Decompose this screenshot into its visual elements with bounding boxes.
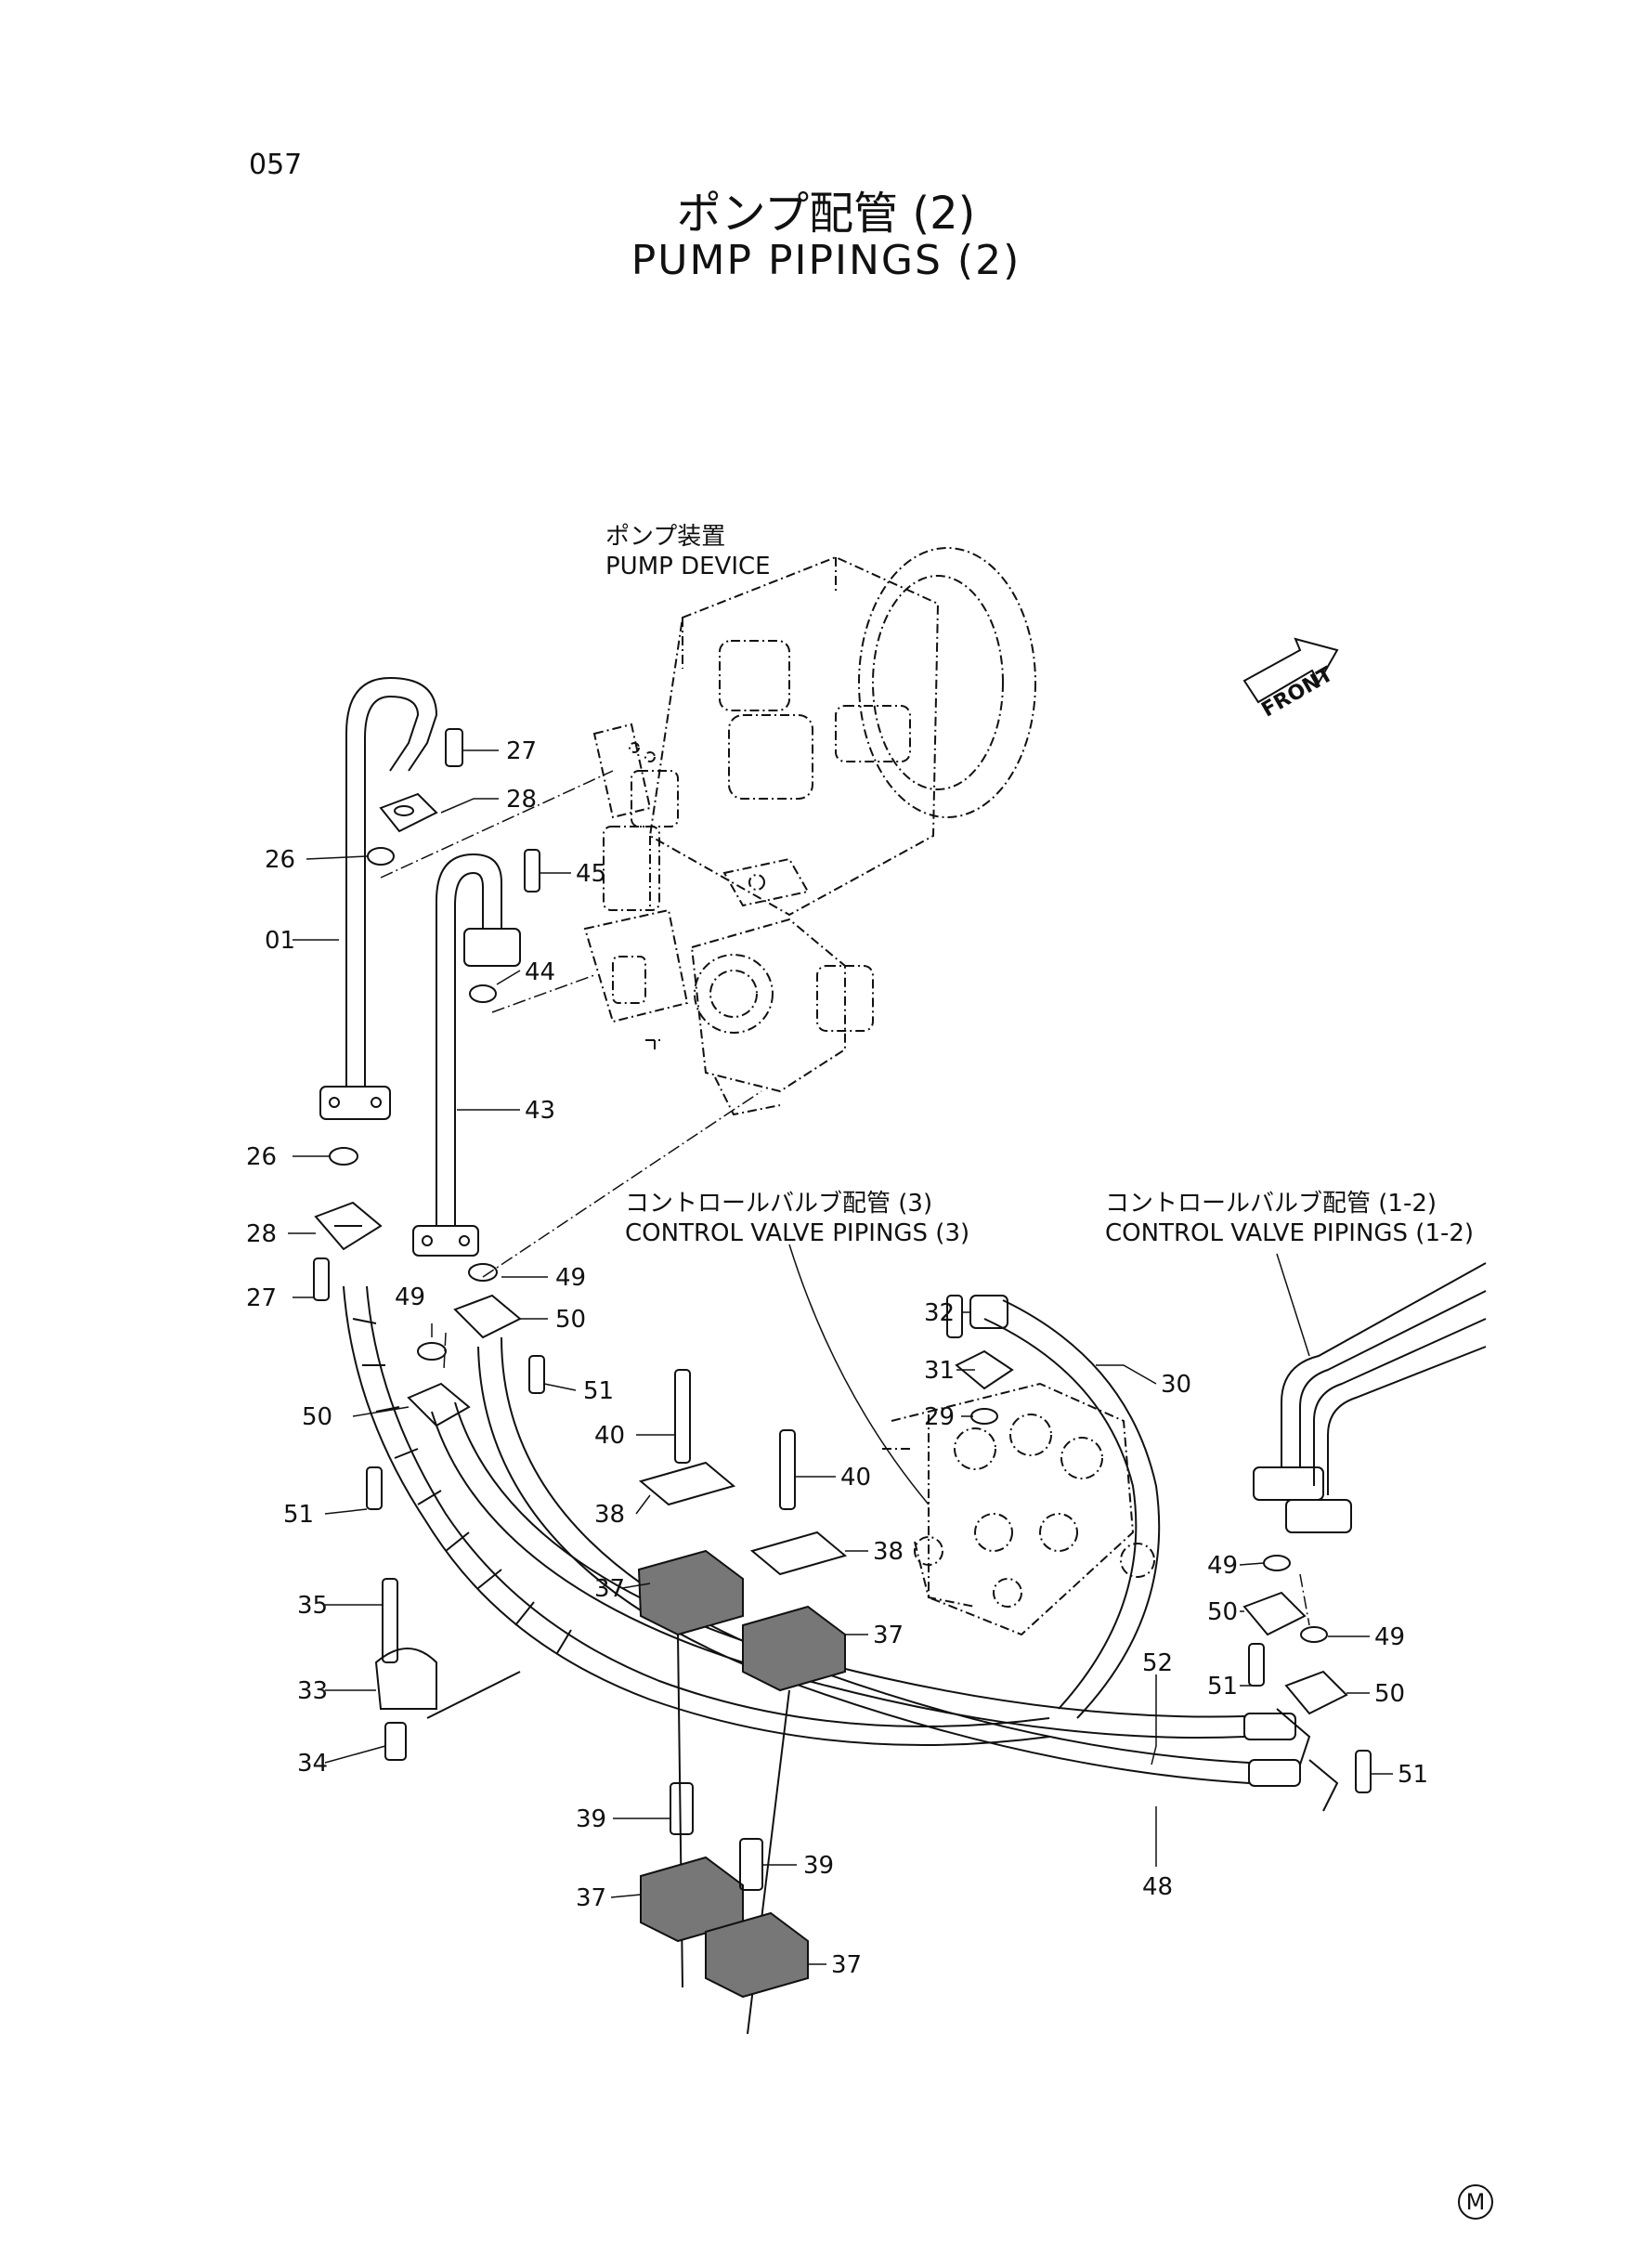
callout-50: 50 xyxy=(555,1306,586,1334)
pipe-01 xyxy=(319,676,438,1120)
callout-45: 45 xyxy=(576,860,606,888)
revision-mark: M xyxy=(1458,2184,1493,2220)
flange-28-top xyxy=(379,728,463,833)
callout-51: 51 xyxy=(283,1501,314,1529)
cv-pipings-3-label-jp: コントロールバルブ配管 (3) xyxy=(625,1190,933,1218)
oring-44 xyxy=(469,984,497,1003)
callout-27: 27 xyxy=(506,737,537,765)
bolt-51-left xyxy=(366,1466,383,1510)
callout-49: 49 xyxy=(1374,1623,1405,1651)
callout-31: 31 xyxy=(924,1357,955,1385)
callout-26: 26 xyxy=(246,1143,277,1171)
hose-52 xyxy=(431,1401,1296,1740)
callout-40: 40 xyxy=(840,1464,871,1492)
callout-37: 37 xyxy=(831,1951,862,1979)
callout-38: 38 xyxy=(594,1501,625,1529)
pump-device-label-en: PUMP DEVICE xyxy=(605,553,771,580)
callout-43: 43 xyxy=(525,1097,555,1125)
callout-30: 30 xyxy=(1161,1371,1191,1399)
callout-49: 49 xyxy=(395,1283,425,1311)
control-valve-pipings-1-2-reference: コントロールバルブ配管 (1-2) CONTROL VALVE PIPINGS … xyxy=(1105,1189,1474,1248)
callout-26: 26 xyxy=(265,846,295,874)
callout-51: 51 xyxy=(1398,1761,1428,1789)
callout-51: 51 xyxy=(1207,1673,1238,1700)
callout-40: 40 xyxy=(594,1422,625,1450)
oring-26-bottom xyxy=(329,1147,358,1166)
control-valve-drawing xyxy=(882,1382,1155,1636)
front-label: FRONT xyxy=(1258,663,1337,723)
flange-28-bottom xyxy=(314,1201,383,1251)
callout-49: 49 xyxy=(1207,1552,1238,1580)
page-number: 057 xyxy=(249,149,303,181)
flange-50-left xyxy=(407,1382,471,1427)
callout-39: 39 xyxy=(576,1805,606,1833)
pipe-43 xyxy=(412,853,521,1257)
callout-49: 49 xyxy=(555,1264,586,1292)
callout-38: 38 xyxy=(873,1538,904,1566)
hose-spiral-guard xyxy=(343,1285,1050,1746)
bolt-51-upper xyxy=(528,1355,545,1394)
cv-pipings-1-2-label-jp: コントロールバルブ配管 (1-2) xyxy=(1105,1190,1437,1218)
clamp-33 xyxy=(374,1578,521,1761)
bolt-45 xyxy=(524,849,540,892)
callout-leaders xyxy=(288,749,1393,1965)
callout-27: 27 xyxy=(246,1284,277,1312)
oring-49-left xyxy=(417,1342,447,1361)
flange-50-upper xyxy=(453,1294,522,1339)
callout-34: 34 xyxy=(297,1750,328,1778)
callout-50: 50 xyxy=(1207,1598,1238,1626)
callout-44: 44 xyxy=(525,958,555,986)
front-arrow: FRONT xyxy=(1242,637,1339,723)
callout-51: 51 xyxy=(583,1377,614,1405)
callout-01: 01 xyxy=(265,927,295,955)
callout-39: 39 xyxy=(803,1852,834,1880)
callout-33: 33 xyxy=(297,1677,328,1705)
callout-37: 37 xyxy=(873,1622,904,1649)
part-callouts: 27 28 26 01 45 44 43 26 28 27 49 49 50 5… xyxy=(246,737,1428,1979)
cv-pipings-1-2 xyxy=(1242,1262,1487,1812)
callout-48: 48 xyxy=(1142,1873,1173,1901)
cv-pipings-1-2-label-en: CONTROL VALVE PIPINGS (1-2) xyxy=(1105,1219,1475,1247)
pump-device-label-jp: ポンプ装置 xyxy=(605,523,726,551)
reference-lines xyxy=(380,770,1310,1626)
page-title: PUMP PIPINGS (2) xyxy=(631,237,1021,284)
oring-26-top xyxy=(367,847,395,866)
pump-device-drawing xyxy=(583,547,1036,1116)
callout-50: 50 xyxy=(1374,1680,1405,1708)
callout-32: 32 xyxy=(924,1299,955,1327)
oring-49-upper xyxy=(468,1263,498,1282)
callout-52: 52 xyxy=(1142,1649,1173,1677)
pump-device-reference: ポンプ装置 PUMP DEVICE xyxy=(605,522,771,581)
callout-37: 37 xyxy=(594,1575,625,1603)
callout-28: 28 xyxy=(506,786,537,814)
control-valve-pipings-3-reference: コントロールバルブ配管 (3) CONTROL VALVE PIPINGS (3… xyxy=(625,1189,969,1248)
clamp-set-bottom xyxy=(640,1782,809,1999)
bolt-27 xyxy=(313,1257,330,1301)
callout-29: 29 xyxy=(924,1403,955,1431)
page-title-japanese: ポンプ配管 (2) xyxy=(676,188,976,240)
cv-pipings-3-label-en: CONTROL VALVE PIPINGS (3) xyxy=(625,1219,970,1247)
callout-28: 28 xyxy=(246,1220,277,1248)
callout-35: 35 xyxy=(297,1592,328,1620)
leader-lines xyxy=(788,1244,1310,1505)
flange-31 xyxy=(946,1295,1014,1425)
callout-50: 50 xyxy=(302,1403,332,1431)
callout-37: 37 xyxy=(576,1884,606,1912)
